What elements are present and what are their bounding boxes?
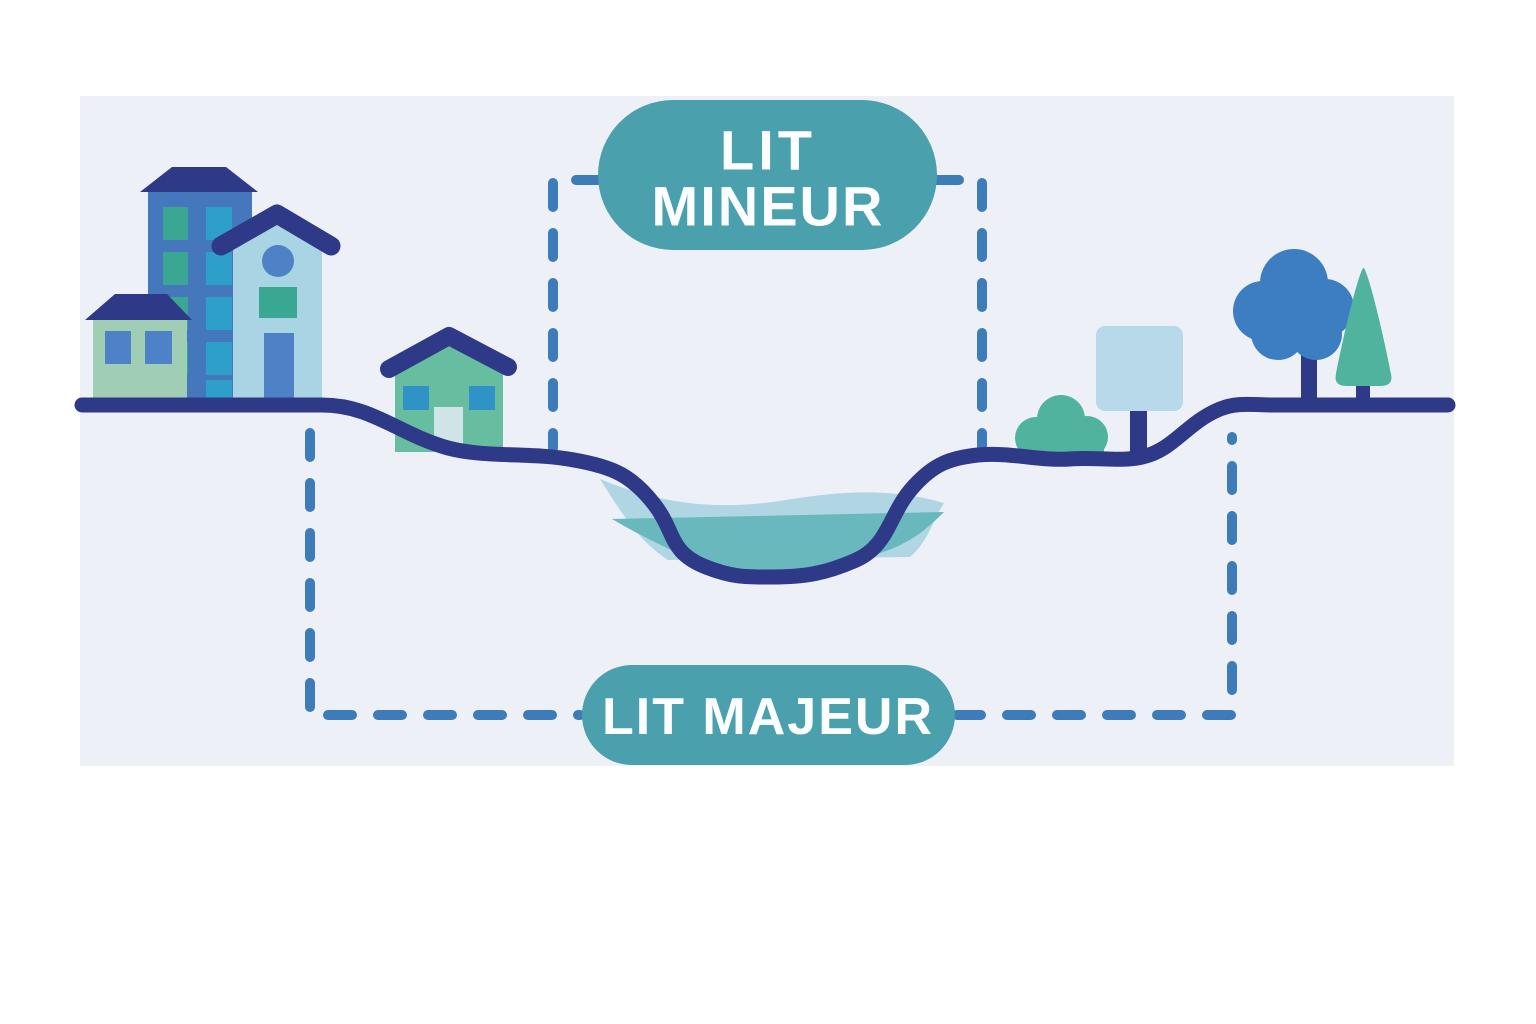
ground-line bbox=[74, 396, 1456, 585]
tall-building-roof bbox=[140, 167, 258, 192]
round-window bbox=[262, 245, 294, 277]
lit-majeur-right-dash bbox=[952, 432, 1237, 720]
lit-mineur-extent-line bbox=[548, 175, 987, 453]
lit-mineur-badge: LIT MINEUR bbox=[598, 100, 937, 250]
lit-mineur-label-line2: MINEUR bbox=[652, 175, 885, 238]
window bbox=[403, 386, 429, 410]
lit-majeur-extent-line bbox=[305, 428, 1237, 720]
window bbox=[469, 386, 495, 410]
pine-canopy bbox=[1335, 268, 1392, 386]
window bbox=[206, 252, 232, 285]
sign-panel bbox=[1096, 326, 1183, 411]
window bbox=[105, 331, 131, 364]
window bbox=[259, 287, 297, 318]
window bbox=[163, 207, 188, 240]
tree-canopy bbox=[1233, 249, 1354, 360]
lit-mineur-right-dash bbox=[930, 175, 987, 453]
lit-majeur-badge: LIT MAJEUR bbox=[582, 665, 955, 765]
green-house-roof bbox=[380, 327, 517, 378]
pale-house-roof bbox=[211, 204, 341, 256]
lit-mineur-pill bbox=[598, 100, 937, 250]
green-house-body bbox=[395, 339, 503, 452]
door bbox=[264, 333, 294, 405]
lit-majeur-pill bbox=[582, 665, 955, 765]
window bbox=[206, 342, 232, 375]
signpost bbox=[1096, 326, 1183, 463]
lit-mineur-left-dash bbox=[548, 175, 605, 453]
window bbox=[145, 331, 172, 364]
canopy-blob bbox=[1251, 306, 1305, 360]
pale-house bbox=[211, 204, 341, 405]
lit-majeur-left-dash bbox=[305, 428, 585, 720]
sign-pole bbox=[1130, 400, 1147, 463]
slope-green-house bbox=[380, 327, 517, 452]
small-green-house bbox=[85, 294, 192, 402]
window bbox=[163, 252, 188, 285]
round-tree bbox=[1233, 249, 1354, 406]
canopy-blob bbox=[1290, 308, 1342, 360]
small-house-roof bbox=[85, 294, 192, 320]
lit-majeur-label: LIT MAJEUR bbox=[602, 688, 934, 746]
window bbox=[206, 380, 232, 400]
window bbox=[206, 297, 232, 330]
lit-mineur-label-line1: LIT bbox=[720, 119, 816, 182]
